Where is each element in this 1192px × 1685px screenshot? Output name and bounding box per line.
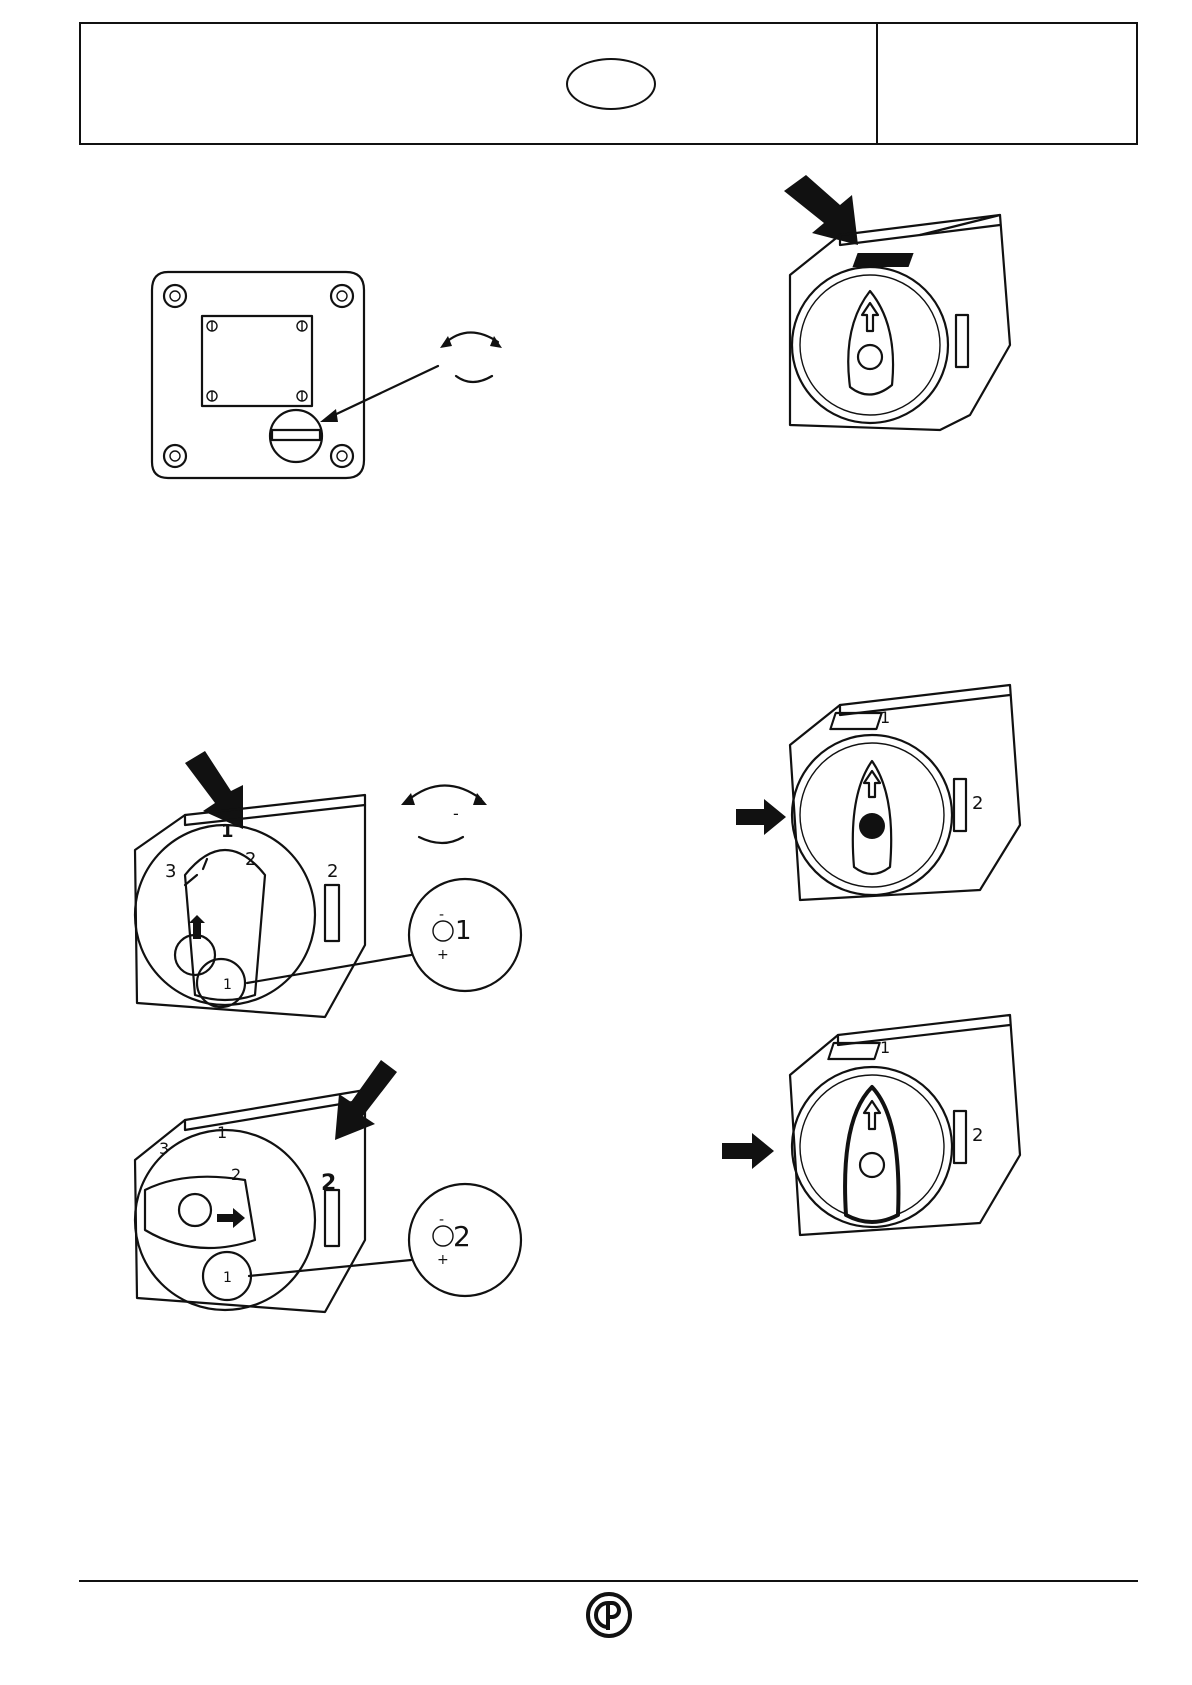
zoom-plus: + bbox=[437, 947, 449, 963]
figure-lever-outline: 1 2 bbox=[728, 1005, 1038, 1265]
push-arrow-icon bbox=[185, 751, 243, 829]
top-label: 1 bbox=[880, 1038, 890, 1057]
dial-number-3: 3 bbox=[159, 1139, 169, 1158]
plate-screw-icon bbox=[207, 321, 307, 401]
zoom-label: 1 bbox=[455, 916, 472, 946]
push-arrow-icon bbox=[736, 799, 786, 835]
adjustment-screw-icon bbox=[270, 410, 322, 462]
dial-number-2: 2 bbox=[245, 849, 256, 870]
corner-bolt-icon bbox=[164, 285, 353, 467]
zoom-plus: + bbox=[437, 1252, 449, 1268]
dial-number-3: 3 bbox=[165, 861, 176, 882]
rotate-arrows-icon bbox=[440, 332, 502, 382]
figure-housing-top bbox=[770, 175, 1030, 465]
right-label: 2 bbox=[972, 793, 983, 814]
cp-logo-icon bbox=[586, 1592, 632, 1638]
rotate-minus: - bbox=[453, 804, 459, 823]
figure-rear-plate bbox=[150, 270, 510, 500]
figure-dial-position-1: 1 2 3 2 1 1 - + - bbox=[125, 745, 525, 1045]
zoom-minus: - bbox=[439, 907, 444, 923]
zoom-minus: - bbox=[439, 1212, 444, 1228]
indicator-dot bbox=[859, 813, 885, 839]
right-label: 2 bbox=[327, 861, 338, 882]
rotate-arrows-icon: - bbox=[401, 785, 487, 843]
dial-number-2: 2 bbox=[231, 1165, 241, 1184]
dial-number-1: 1 bbox=[223, 1270, 232, 1286]
zoom-label: 2 bbox=[453, 1220, 471, 1253]
top-label: 1 bbox=[221, 821, 234, 842]
push-arrow-icon bbox=[722, 1133, 774, 1169]
right-label: 2 bbox=[321, 1171, 336, 1196]
top-label: 1 bbox=[880, 708, 890, 727]
figure-dial-dot: 1 2 bbox=[740, 675, 1040, 935]
figure-dial-position-2: 1 2 3 2 1 2 - + bbox=[125, 1060, 525, 1360]
footer-rule bbox=[79, 1580, 1138, 1582]
header-divider bbox=[876, 22, 878, 145]
language-oval bbox=[566, 58, 656, 110]
right-label: 2 bbox=[972, 1125, 983, 1146]
dial-number-1: 1 bbox=[223, 977, 232, 993]
top-label: 1 bbox=[217, 1123, 227, 1142]
